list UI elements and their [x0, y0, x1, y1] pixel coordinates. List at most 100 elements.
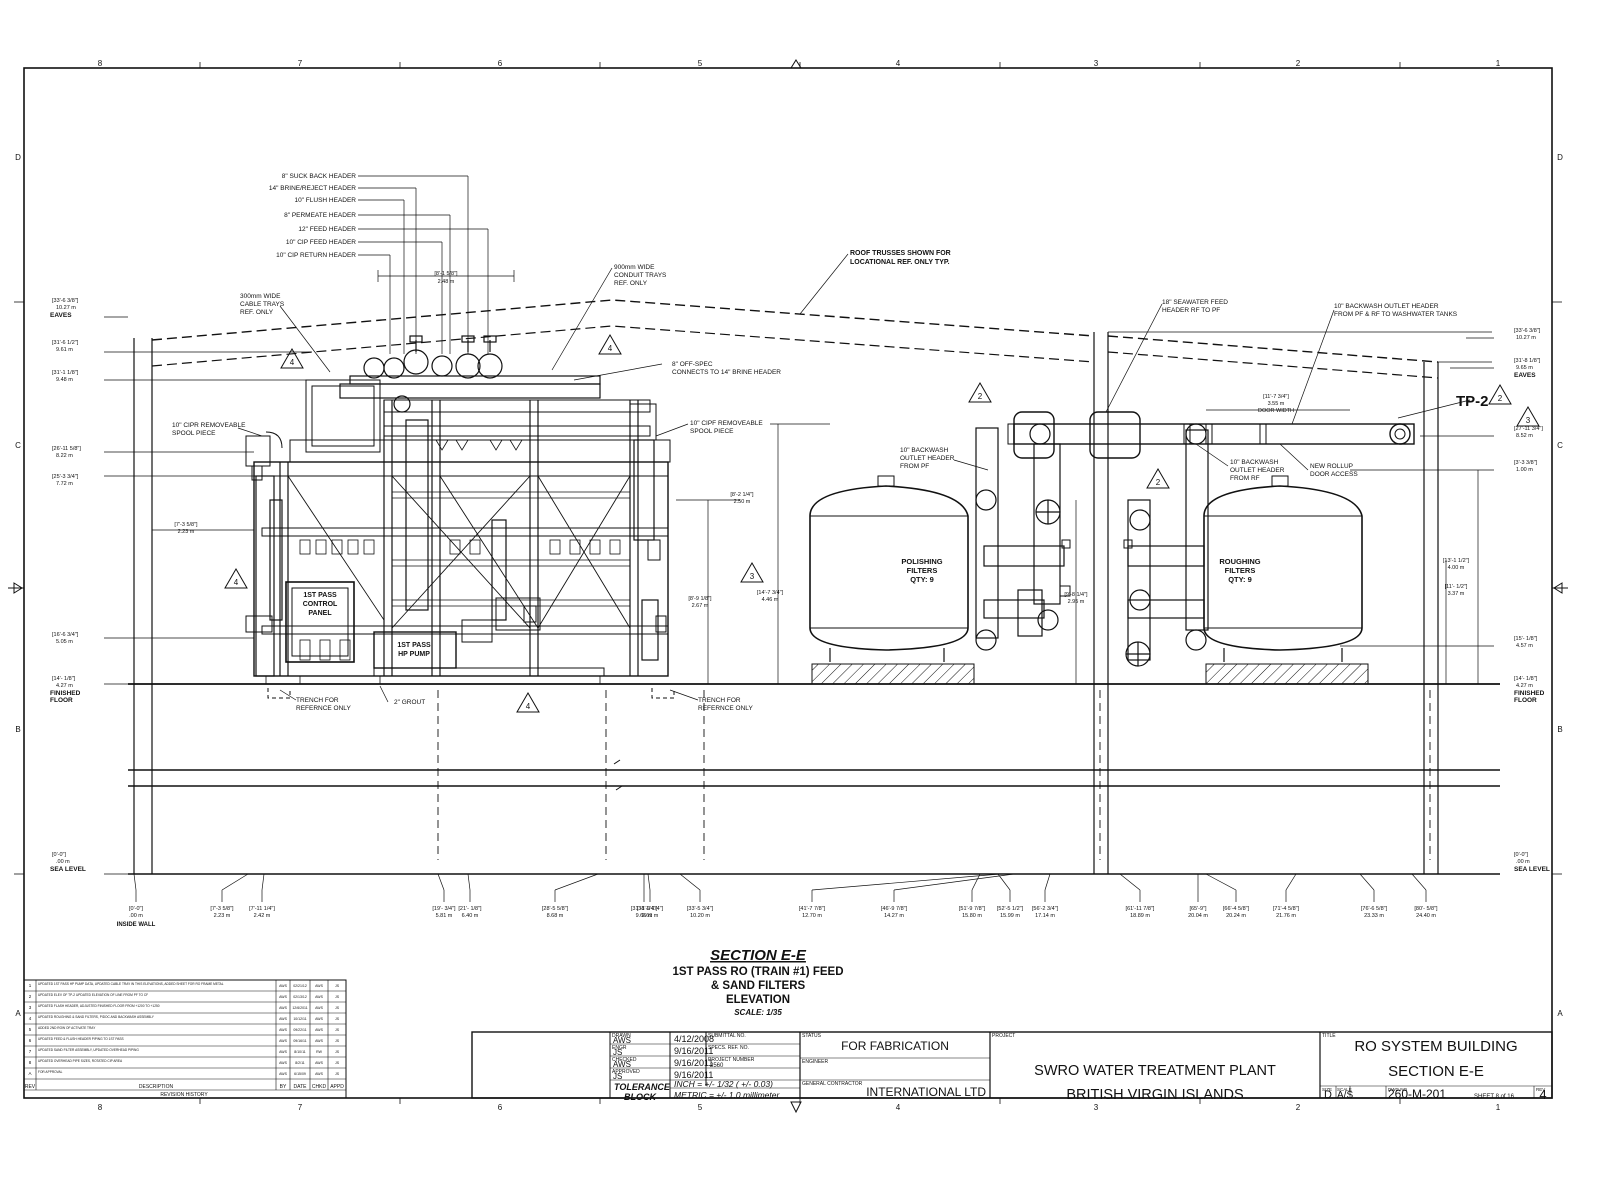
vertical-dim-metric: 2.95 m	[1068, 599, 1085, 605]
bottom-dim-metric: 2.23 m	[214, 913, 231, 919]
grid-row-right: B	[1557, 725, 1562, 734]
revision-triangle	[1146, 468, 1170, 489]
backwash-pf-note: 10" BACKWASH	[900, 447, 949, 454]
grid-column-bottom: 8	[98, 1103, 103, 1112]
right-elevation-imperial: [3'-3 3/8"]	[1514, 460, 1538, 466]
revision-triangle	[1488, 384, 1512, 405]
revision-row-date: 6/15/09	[294, 1072, 306, 1076]
revision-row-date: 8/10/11	[294, 1050, 305, 1054]
drawn-by: AWS	[613, 1036, 631, 1045]
vertical-dim-imperial: [7'-3 5/8"]	[174, 522, 198, 528]
revision-row-approved: JS	[335, 1061, 340, 1065]
grid-column-bottom: 3	[1094, 1103, 1099, 1112]
revision-triangle	[968, 382, 992, 403]
revision-row-checked: AWS	[315, 1039, 324, 1043]
header-label: 10" CIP RETURN HEADER	[276, 252, 356, 259]
right-elevation-metric: .00 m	[1516, 859, 1530, 865]
vertical-dim-imperial: [8'-9 1/8"]	[688, 596, 712, 602]
right-elevation-label: SEA LEVEL	[1514, 866, 1550, 873]
scale-label: SCALE	[1337, 1087, 1352, 1092]
vertical-dim-metric: 4.00 m	[1448, 565, 1465, 571]
leader-line	[467, 873, 471, 891]
bottom-dim-imperial: [56'-2 3/4"]	[1032, 906, 1059, 912]
hp-pump-label: HP PUMP	[398, 651, 430, 658]
revision-triangle	[516, 692, 540, 713]
project-no-label: PROJECT NUMBER	[708, 1057, 755, 1063]
backwash-outlet-note: 10" BACKWASH OUTLET HEADER	[1334, 303, 1439, 310]
sheet-count: SHEET 8 of 16	[1474, 1094, 1515, 1100]
bottom-dim-imperial: [33'-5 3/4"]	[687, 906, 714, 912]
revision-row-number: 6	[29, 1038, 32, 1043]
tolerance-inch: INCH = +/- 1/32 ( +/- 0.03)	[674, 1079, 773, 1089]
revision-header: CHKD	[312, 1084, 327, 1090]
left-elevation-imperial: [33'-6 3/8"]	[52, 298, 79, 304]
bottom-dim-imperial: [0'-0"]	[129, 906, 143, 912]
tolerance-label-2: BLOCK	[624, 1092, 657, 1102]
roof-trusses-note: LOCATIONAL REF. ONLY TYP.	[850, 259, 950, 266]
bottom-dim-imperial: [31'-8 1/4"]	[631, 906, 658, 912]
drawn-date: 4/12/2008	[674, 1034, 714, 1044]
header-label: 12" FEED HEADER	[298, 226, 356, 233]
bottom-dim-imperial: [46'-9 7/8"]	[881, 906, 908, 912]
left-elevation-metric: 4.27 m	[56, 683, 73, 689]
status-label: STATUS	[802, 1033, 822, 1039]
grid-row-right: C	[1557, 441, 1563, 450]
status-value: FOR FABRICATION	[841, 1039, 949, 1053]
bottom-dim-imperial: [7'-3 5/8"]	[210, 906, 234, 912]
revision-number: 4	[608, 344, 613, 353]
project-name-1: SWRO WATER TREATMENT PLANT	[1034, 1063, 1276, 1079]
revision-row-by: AWS	[279, 995, 288, 999]
cipf-spool-note: 10" CIPF REMOVEABLE	[690, 420, 763, 427]
revision-row-number: 1	[29, 983, 32, 988]
leader-line	[647, 873, 651, 891]
bottom-dim-imperial: [66'-4 5/8"]	[1223, 906, 1250, 912]
revision-triangle	[224, 568, 248, 589]
revision-row-date: 12/6/2011	[292, 1006, 307, 1010]
bottom-dim-metric: 9.69 m	[642, 913, 659, 919]
revision-row-approved: JS	[335, 995, 340, 999]
revision-row-description: ADDED 2ND ROW OF ACTIVATE TRAY	[38, 1026, 96, 1030]
revision-history-label: REVISION HISTORY	[160, 1092, 208, 1098]
leader-line	[261, 873, 265, 891]
leader-line	[1411, 873, 1427, 891]
trench-right-note: REFERNCE ONLY	[698, 705, 753, 712]
bottom-dim-metric: 24.40 m	[1416, 913, 1436, 919]
leader-line	[679, 873, 701, 891]
grid-column-bottom: 7	[298, 1103, 303, 1112]
roughing-filters-label: FILTERS	[1225, 566, 1256, 575]
trench-left-note: TRENCH FOR	[296, 697, 339, 704]
bottom-dim-imperial: [71'-4 5/8"]	[1273, 906, 1300, 912]
section-subtitle-3: ELEVATION	[726, 994, 790, 1006]
rev-value: 4	[1539, 1087, 1546, 1102]
vertical-dim-metric: 4.46 m	[762, 597, 779, 603]
revision-row-date: 09/16/11	[293, 1039, 306, 1043]
leader-line	[1359, 873, 1375, 891]
right-elevation-imperial: [27'-11 3/4"]	[1514, 426, 1543, 432]
grid-column-bottom: 6	[498, 1103, 503, 1112]
revision-number: 3	[1526, 416, 1531, 425]
approved-by: JS	[613, 1072, 622, 1081]
polishing-filters-label: POLISHING	[901, 557, 942, 566]
header-width-dim: 2.48 m	[438, 279, 455, 285]
revision-row-by: AWS	[279, 1072, 288, 1076]
backwash-outlet-note: FROM PF & RF TO WASHWATER TANKS	[1334, 311, 1458, 318]
header-label: 8" SUCK BACK HEADER	[282, 173, 356, 180]
revision-row-checked: AWS	[315, 1017, 324, 1021]
vertical-dim-imperial: [14'-7 3/4"]	[757, 590, 784, 596]
grid-column-bottom: 1	[1496, 1103, 1501, 1112]
revision-row-number: 4	[29, 1016, 32, 1021]
bottom-dim-metric: 9.66 m	[636, 913, 653, 919]
header-label: 8" PERMEATE HEADER	[284, 212, 356, 219]
revision-triangle	[280, 348, 304, 369]
revision-number: 3	[750, 572, 755, 581]
grid-column-top: 7	[298, 59, 303, 68]
size-label: SIZE	[1322, 1087, 1332, 1092]
bottom-dim-metric: 20.24 m	[1226, 913, 1246, 919]
revision-number: 4	[234, 578, 239, 587]
bottom-dim-metric: 6.40 m	[462, 913, 479, 919]
revision-row-checked: AWS	[315, 1061, 324, 1065]
revision-row-checked: AWS	[315, 995, 324, 999]
checked-label: CHECKED	[612, 1057, 637, 1063]
